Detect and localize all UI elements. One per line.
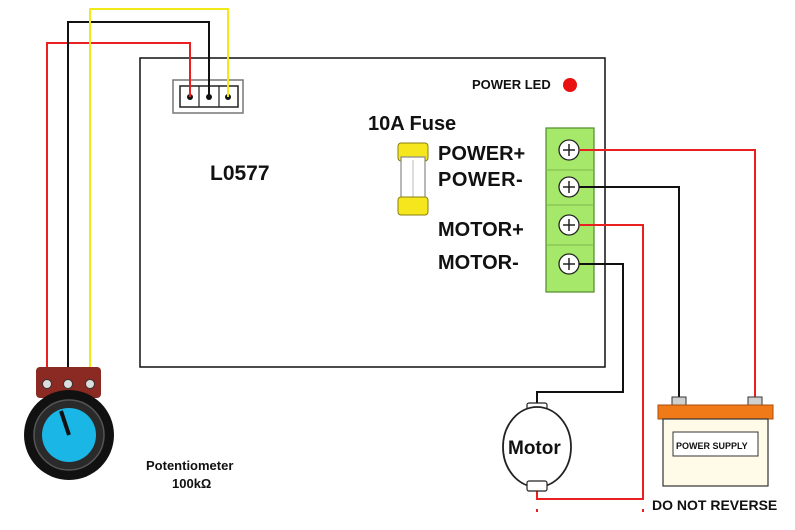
- terminal-screw-icon: [558, 253, 580, 275]
- fuse-label: 10A Fuse: [368, 113, 457, 135]
- power-led-label: POWER LED: [472, 77, 551, 92]
- motor-label: Motor: [508, 438, 561, 459]
- potentiometer: [24, 367, 114, 480]
- motor-minus-wire: [536, 263, 624, 408]
- terminal-screw-icon: [558, 214, 580, 236]
- terminal-label-power-minus: POWER-: [438, 169, 524, 191]
- pot-wire-red: [46, 42, 191, 372]
- power-minus-wire: [579, 186, 680, 400]
- terminal-screw-icon: [558, 176, 580, 198]
- power-plus-wire: [579, 149, 756, 400]
- fuse: [397, 142, 429, 216]
- motor: [502, 402, 572, 492]
- potentiometer-knob-icon: [33, 399, 105, 471]
- pot-wire-yellow: [89, 8, 229, 372]
- motor-plus-wire: [536, 224, 644, 500]
- terminal-block: [545, 127, 595, 293]
- potentiometer-value: 100kΩ: [172, 476, 212, 491]
- pot-wire-black: [67, 21, 210, 372]
- potentiometer-label: Potentiometer: [146, 458, 234, 473]
- terminal-label-motor-plus: MOTOR+: [438, 219, 524, 241]
- power-supply: [657, 396, 774, 487]
- terminal-label-motor-minus: MOTOR-: [438, 252, 519, 274]
- power-led: [563, 78, 577, 92]
- board-id-label: L0577: [210, 162, 270, 185]
- terminal-screw-icon: [558, 139, 580, 161]
- power-supply-label: POWER SUPPLY: [676, 441, 748, 451]
- power-supply-warning: DO NOT REVERSE: [652, 497, 778, 513]
- terminal-label-power-plus: POWER+: [438, 143, 526, 165]
